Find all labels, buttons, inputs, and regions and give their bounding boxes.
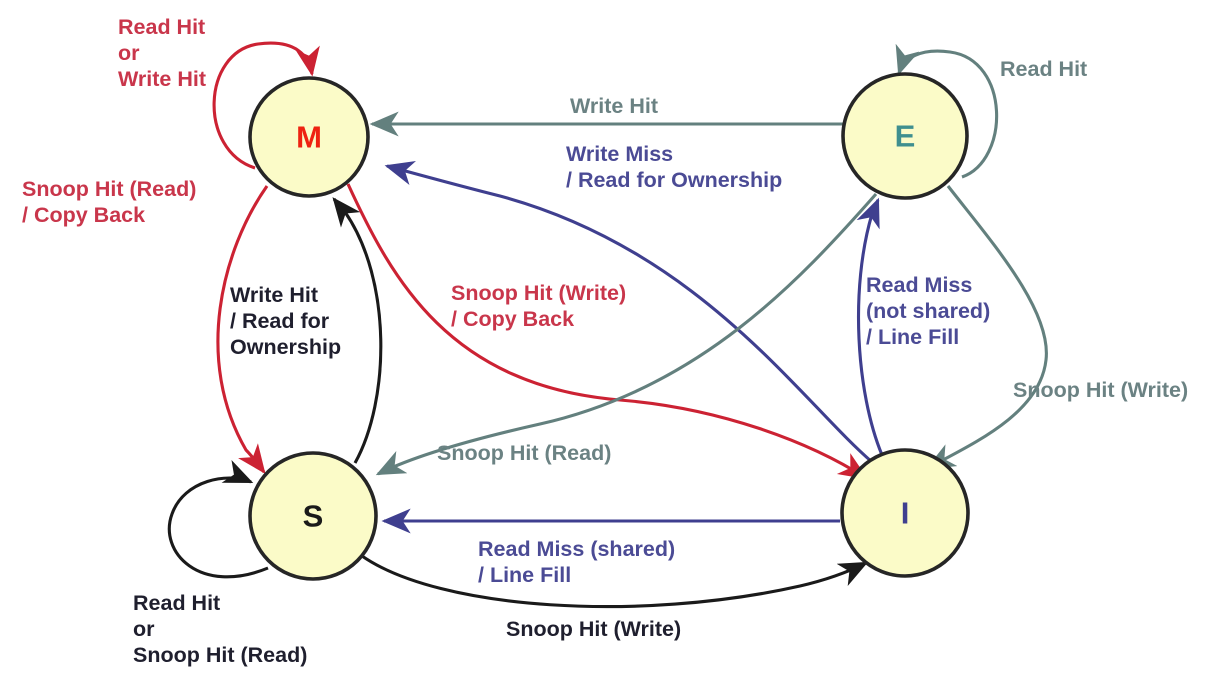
edge-path-m-to-s bbox=[216, 185, 269, 474]
state-node-i[interactable]: I bbox=[840, 448, 970, 578]
edge-label-line: Snoop Hit (Write) bbox=[1013, 378, 1188, 402]
edge-path-e-to-s bbox=[375, 192, 878, 476]
edge-label-line: Write Hit bbox=[570, 94, 658, 118]
edge-e-self-loop bbox=[895, 43, 999, 179]
state-label-e: E bbox=[895, 119, 916, 154]
edge-label-m-to-s: Snoop Hit (Read)/ Copy Back bbox=[22, 177, 196, 227]
edge-e-to-s bbox=[375, 192, 878, 476]
edge-label-line: Read Hit bbox=[118, 15, 205, 39]
edge-path-e-self bbox=[895, 43, 999, 179]
edge-label-e-to-s: Snoop Hit (Read) bbox=[437, 441, 611, 465]
edge-label-line: Snoop Hit (Read) bbox=[133, 643, 307, 667]
edge-label-e-to-i: Snoop Hit (Write) bbox=[1013, 378, 1188, 402]
edge-label-line: / Copy Back bbox=[451, 307, 574, 331]
edge-label-line: Write Hit bbox=[230, 283, 318, 307]
edge-label-line: Write Miss bbox=[566, 142, 673, 166]
state-node-e[interactable]: E bbox=[841, 72, 969, 200]
state-node-s[interactable]: S bbox=[248, 451, 378, 581]
edge-path-e-to-i bbox=[925, 185, 1048, 470]
edge-label-line: Ownership bbox=[230, 335, 341, 359]
state-node-m[interactable]: M bbox=[248, 76, 370, 198]
state-circle-i[interactable] bbox=[840, 448, 970, 578]
edge-label-m-to-i: Snoop Hit (Write)/ Copy Back bbox=[451, 281, 626, 331]
edge-label-line: Read Miss bbox=[866, 273, 972, 297]
state-circle-e[interactable] bbox=[841, 72, 969, 200]
edge-i-to-m bbox=[384, 161, 874, 464]
edge-path-i-to-e bbox=[856, 197, 884, 456]
edge-label-line: (not shared) bbox=[866, 299, 990, 323]
edge-s-to-i bbox=[361, 554, 869, 609]
edge-label-e-to-m: Write Hit bbox=[570, 94, 658, 118]
edge-label-line: / Line Fill bbox=[478, 563, 571, 587]
edge-s-to-m bbox=[332, 197, 383, 464]
edge-label-line: Snoop Hit (Read) bbox=[437, 441, 611, 465]
edge-label-line: / Copy Back bbox=[22, 203, 145, 227]
edge-label-line: or bbox=[133, 617, 155, 641]
edge-label-line: Snoop Hit (Write) bbox=[506, 617, 681, 641]
edge-m-to-s bbox=[216, 185, 269, 474]
state-circle-s[interactable] bbox=[248, 451, 378, 581]
edge-label-line: Snoop Hit (Read) bbox=[22, 177, 196, 201]
edge-e-to-i bbox=[925, 185, 1048, 470]
edge-label-line: Read Hit bbox=[1000, 57, 1087, 81]
edge-label-line: / Read for bbox=[230, 309, 330, 333]
edge-label-line: / Read for Ownership bbox=[566, 168, 782, 192]
edge-label-line: or bbox=[118, 41, 140, 65]
edge-path-m-self bbox=[212, 41, 320, 170]
edge-i-to-e bbox=[856, 197, 884, 456]
edge-label-line: Write Hit bbox=[118, 67, 206, 91]
edge-label-line: Snoop Hit (Write) bbox=[451, 281, 626, 305]
edge-s-self-loop bbox=[167, 460, 269, 579]
state-circle-m[interactable] bbox=[248, 76, 370, 198]
edge-m-self-loop bbox=[212, 41, 320, 170]
edge-label-line: / Line Fill bbox=[866, 325, 959, 349]
edge-path-m-to-i bbox=[346, 183, 869, 480]
edge-label-i-to-m: Write Miss/ Read for Ownership bbox=[566, 142, 782, 192]
edge-label-i-to-s: Read Miss (shared)/ Line Fill bbox=[478, 537, 675, 587]
edge-m-to-i bbox=[346, 183, 869, 480]
edge-label-line: Read Miss (shared) bbox=[478, 537, 675, 561]
edge-label-s-to-i: Snoop Hit (Write) bbox=[506, 617, 681, 641]
edge-path-s-to-i bbox=[361, 554, 869, 609]
edge-path-s-self bbox=[167, 460, 269, 579]
state-label-m: M bbox=[296, 120, 322, 155]
edge-path-i-to-m bbox=[384, 161, 874, 464]
state-label-i: I bbox=[901, 496, 910, 531]
edge-path-s-to-m bbox=[332, 197, 383, 464]
edge-label-line: Read Hit bbox=[133, 591, 220, 615]
edge-label-i-to-e: Read Miss(not shared)/ Line Fill bbox=[866, 273, 990, 349]
state-label-s: S bbox=[303, 499, 324, 534]
edge-label-e-self: Read Hit bbox=[1000, 57, 1087, 81]
